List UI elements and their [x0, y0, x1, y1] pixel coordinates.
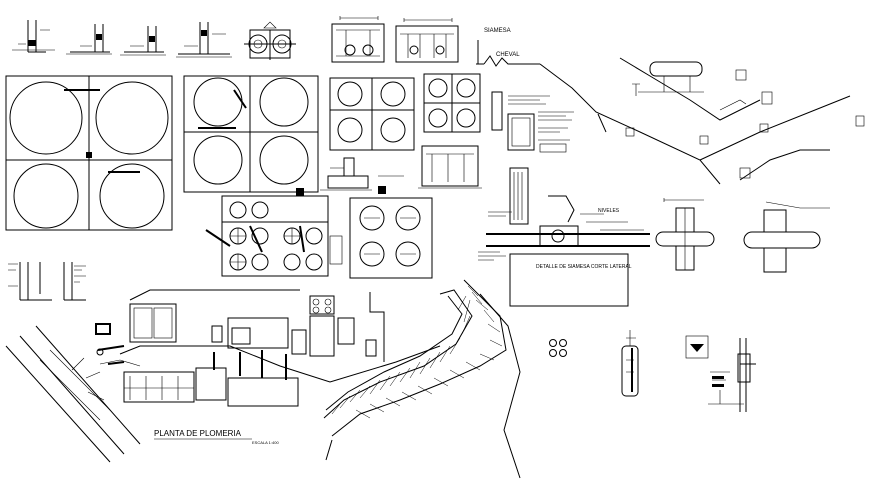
hatched-road: [323, 279, 521, 479]
pipe-section-detail-1: [655, 198, 715, 271]
wall-section-detail-2: [66, 24, 112, 55]
cheval-label: CHEVAL: [496, 52, 520, 58]
pump-room-elevation-2: [395, 18, 459, 63]
cistern-plan-small-a: [329, 77, 415, 151]
top-section-details: [12, 16, 459, 63]
valve-cluster-symbol: [549, 339, 567, 357]
pipe-section-detail-2: [743, 201, 830, 273]
site-plumbing-plan: PLANTA DE PLOMERIA ESCALA 1:400: [5, 289, 441, 463]
siamesa-isometric: SIAMESA CHEVAL: [476, 28, 865, 185]
road-hatching: [331, 285, 503, 419]
left-section-details: [8, 262, 86, 301]
escala-label: ESCALA 1:400: [252, 440, 279, 445]
wall-section-detail-1: [12, 20, 55, 53]
cistern-plan-large: [5, 75, 173, 231]
pump-top-view: [244, 21, 296, 60]
pump-detail-block: [491, 91, 574, 153]
planta-plomeria-label: PLANTA DE PLOMERIA: [154, 429, 242, 438]
cistern-plan-small-b: [423, 73, 481, 133]
pump-room-elevation-1: [331, 16, 385, 63]
detalle-siamesa-label: DETALLE DE SIAMESA CORTE LATERAL: [536, 264, 632, 270]
tank-elevation: [418, 145, 482, 189]
pump-tank-plan-b: [329, 186, 433, 279]
niveles-label: NIVELES: [598, 208, 620, 214]
pump-tank-plan-a: [205, 188, 329, 277]
hydrant-cabinet-detail: [685, 335, 756, 412]
wall-section-detail-4: [176, 22, 232, 58]
pump-set-elevation: [320, 157, 404, 191]
fire-extinguisher-detail: [621, 330, 639, 397]
siamesa-label: SIAMESA: [484, 28, 511, 34]
cistern-plan-medium: [183, 75, 319, 193]
wall-section-detail-3: [120, 26, 166, 56]
siamesa-lateral-detail: NIVELES DETALLE DE SIAMESA CORTE LATERAL: [478, 167, 650, 307]
